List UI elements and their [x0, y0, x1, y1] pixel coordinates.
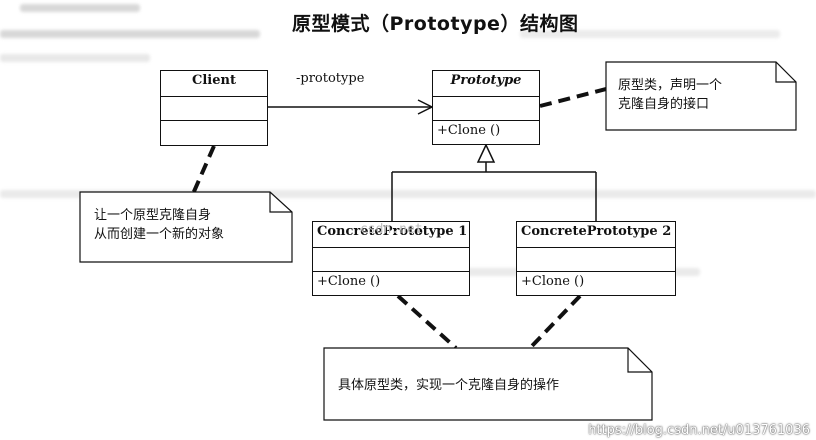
- note-client: 让一个原型克隆自身 从而创建一个新的对象: [94, 206, 274, 256]
- class-operations: +Clone (): [521, 274, 585, 289]
- class-attributes: [517, 248, 675, 272]
- class-prototype: Prototype +Clone (): [432, 70, 540, 145]
- class-client: Client: [160, 70, 268, 146]
- note-connector-concrete-1: [396, 294, 458, 350]
- note-line: 具体原型类，实现一个克隆自身的操作: [338, 378, 560, 393]
- background-artifact: [20, 4, 140, 12]
- watermark-center: csdn.net: [360, 222, 423, 237]
- inheritance-triangle: [476, 143, 496, 163]
- association-label: -prototype: [296, 71, 365, 86]
- class-attributes: [161, 97, 267, 121]
- note-shape-prototype: [605, 61, 797, 131]
- note-connector-client: [190, 145, 216, 197]
- note-line: 原型类，声明一个: [618, 78, 723, 93]
- note-prototype: 原型类，声明一个 克隆自身的接口: [618, 76, 788, 126]
- class-concrete-prototype-1: ConcretePrototype 1 +Clone (): [312, 221, 470, 296]
- background-artifact: [520, 30, 780, 38]
- note-connector-concrete-2: [528, 294, 582, 350]
- note-fold-concrete: [627, 348, 652, 373]
- note-line: 让一个原型克隆自身: [94, 208, 212, 223]
- class-name: Client: [161, 71, 267, 97]
- background-artifact: [0, 54, 150, 62]
- class-attributes: [313, 248, 469, 272]
- class-name: ConcretePrototype 1: [313, 222, 469, 248]
- class-operations: +Clone (): [317, 274, 381, 289]
- background-artifact: [0, 190, 816, 198]
- background-artifact: [0, 30, 260, 38]
- class-name: ConcretePrototype 2: [517, 222, 675, 248]
- note-fold-prototype: [775, 62, 796, 83]
- note-shape-client: [79, 191, 293, 263]
- diagram-title: 原型模式（Prototype）结构图: [292, 13, 579, 35]
- note-fold-client: [269, 192, 292, 213]
- note-connector-prototype: [539, 86, 611, 108]
- class-name: Prototype: [433, 71, 539, 97]
- class-concrete-prototype-2: ConcretePrototype 2 +Clone (): [516, 221, 676, 296]
- class-operations: +Clone (): [437, 123, 501, 138]
- note-shape-concrete: [323, 347, 653, 421]
- note-line: 从而创建一个新的对象: [94, 227, 225, 242]
- watermark: https://blog.csdn.net/u013761036: [588, 423, 810, 438]
- note-concrete: 具体原型类，实现一个克隆自身的操作: [338, 376, 628, 400]
- note-line: 克隆自身的接口: [618, 97, 710, 112]
- class-attributes: [433, 97, 539, 121]
- class-operations: [161, 121, 267, 144]
